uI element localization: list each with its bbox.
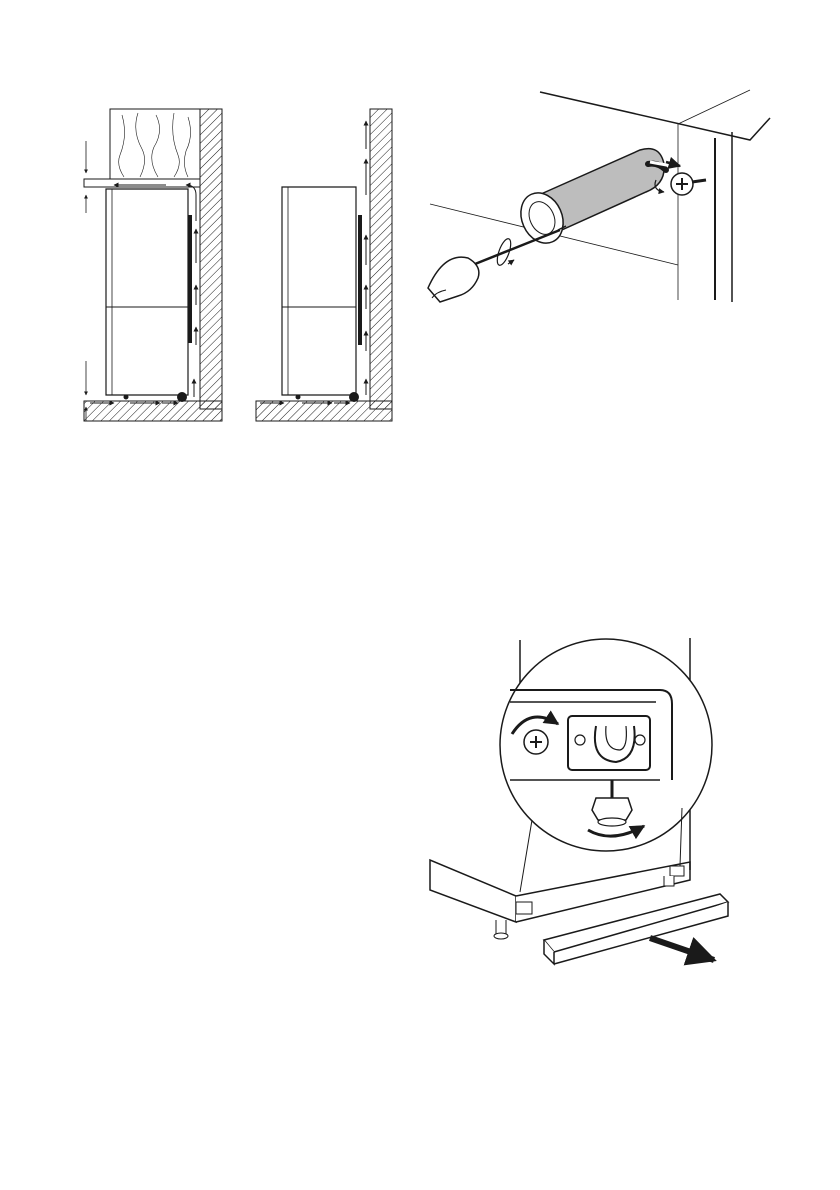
fridge-body	[282, 187, 356, 395]
built-in-installation	[84, 109, 222, 421]
floor-hatched	[84, 401, 222, 421]
screw-icon	[671, 173, 706, 195]
feet-adjustment-diagram	[420, 630, 730, 970]
detail-zoom	[500, 639, 712, 892]
remove-arrow-icon	[650, 938, 714, 960]
ventilation-diagram	[70, 95, 400, 435]
cabinet-shelf	[84, 179, 200, 187]
spacer-part	[513, 149, 672, 250]
screw-icon	[524, 730, 548, 754]
floor-hatched	[256, 401, 392, 421]
wall-hatched	[200, 109, 222, 409]
freestanding-installation	[256, 109, 392, 421]
spacer-installation-diagram	[420, 80, 780, 310]
fridge-body	[106, 189, 188, 395]
wall-hatched	[370, 109, 392, 409]
